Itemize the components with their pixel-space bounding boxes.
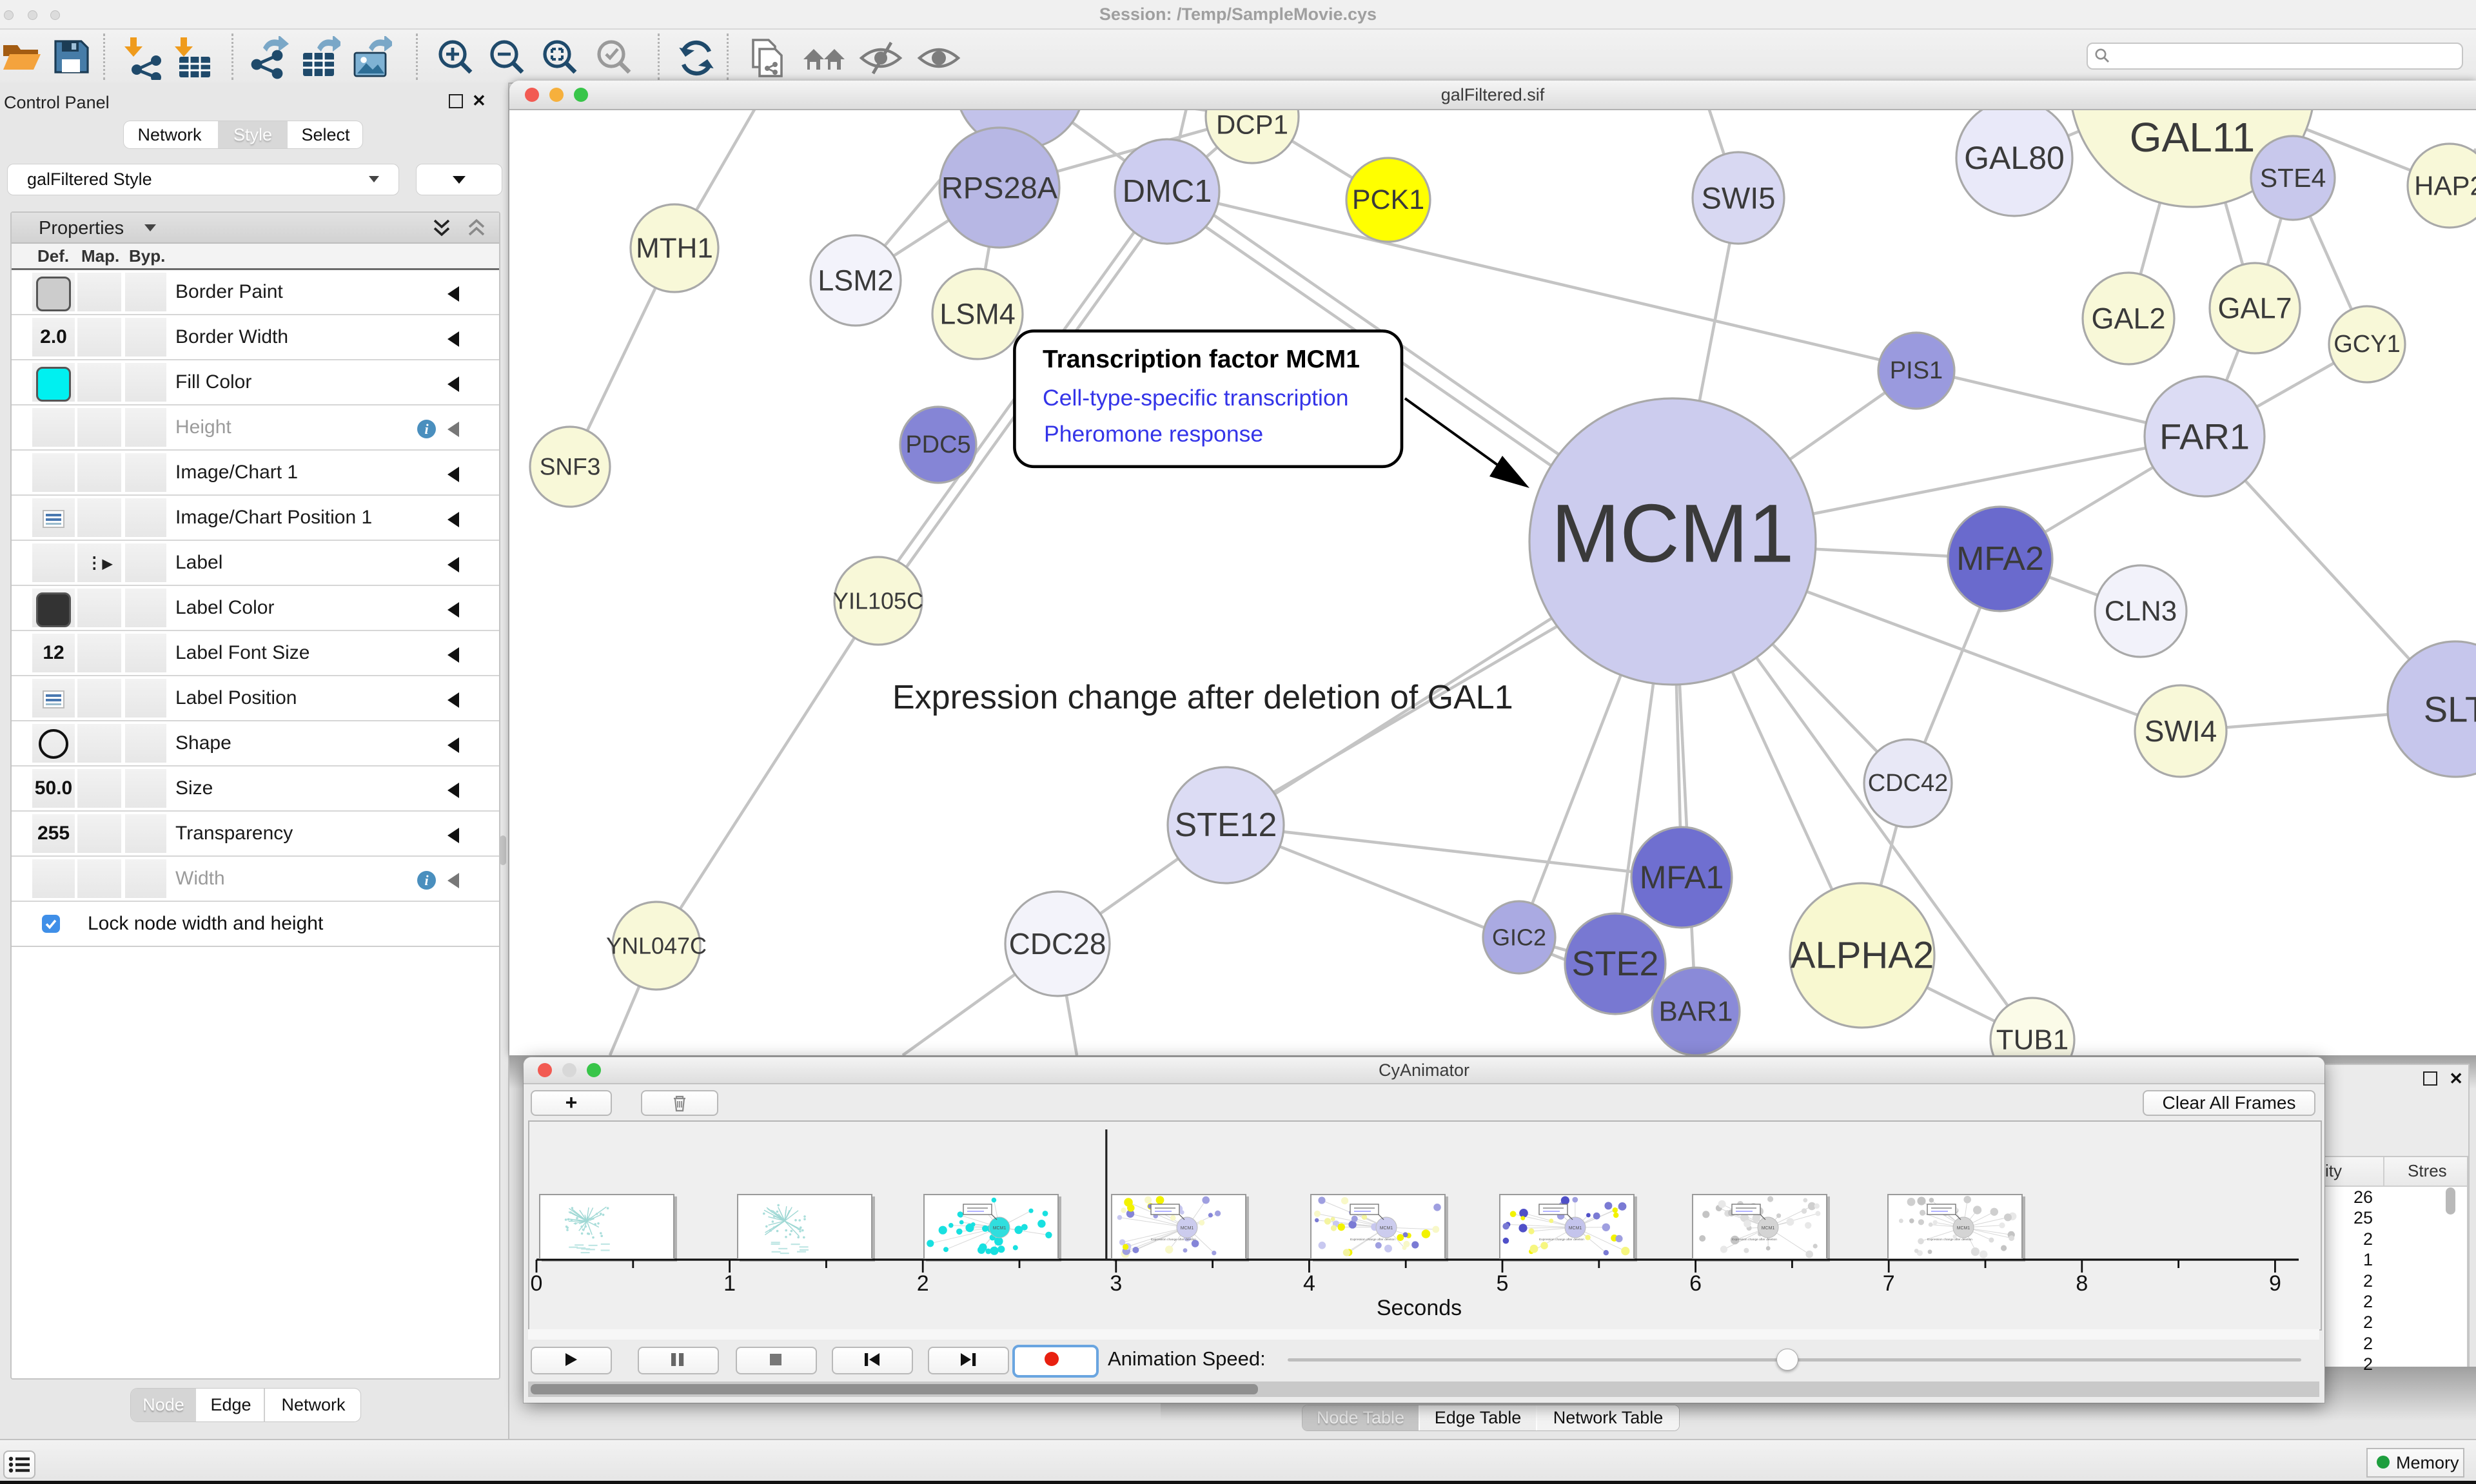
svg-text:6: 6 bbox=[1689, 1271, 1702, 1296]
svg-text:MCM1: MCM1 bbox=[1551, 488, 1794, 580]
svg-text:5: 5 bbox=[1497, 1271, 1509, 1296]
svg-text:YIL105C: YIL105C bbox=[833, 588, 923, 614]
svg-text:Seconds: Seconds bbox=[1377, 1296, 1462, 1320]
svg-text:MCM1: MCM1 bbox=[1569, 1226, 1582, 1231]
svg-text:9: 9 bbox=[2269, 1271, 2281, 1296]
svg-text:MCM1: MCM1 bbox=[1762, 1226, 1775, 1231]
svg-text:DMC1: DMC1 bbox=[1123, 174, 1212, 209]
svg-text:MCM1: MCM1 bbox=[1181, 1226, 1194, 1231]
svg-text:LSM2: LSM2 bbox=[818, 264, 894, 297]
svg-text:3: 3 bbox=[1110, 1271, 1122, 1296]
svg-text:STE4: STE4 bbox=[2260, 163, 2326, 193]
svg-text:8: 8 bbox=[2076, 1271, 2088, 1296]
svg-text:RPS28A: RPS28A bbox=[941, 171, 1058, 205]
svg-text:YNL047C: YNL047C bbox=[606, 933, 707, 959]
svg-text:MFA2: MFA2 bbox=[1956, 540, 2044, 578]
svg-text:STE12: STE12 bbox=[1175, 806, 1277, 844]
svg-text:GAL2: GAL2 bbox=[2091, 302, 2165, 335]
svg-text:CDC42: CDC42 bbox=[1868, 770, 1949, 797]
svg-text:GAL11: GAL11 bbox=[2130, 114, 2255, 161]
svg-text:MCM1: MCM1 bbox=[1380, 1226, 1393, 1231]
svg-text:SLT: SLT bbox=[2424, 689, 2476, 730]
svg-text:Expression change after deleti: Expression change after deletion bbox=[1350, 1238, 1395, 1242]
svg-text:Expression change after deleti: Expression change after deletion bbox=[1539, 1238, 1584, 1242]
svg-text:MFA1: MFA1 bbox=[1640, 859, 1724, 895]
svg-text:Cell-type-specific transcripti: Cell-type-specific transcription bbox=[1043, 385, 1349, 411]
svg-text:BAR1: BAR1 bbox=[1659, 996, 1733, 1028]
svg-text:HAP2: HAP2 bbox=[2414, 171, 2476, 201]
svg-text:TUB1: TUB1 bbox=[1996, 1024, 2068, 1056]
svg-text:GIC2: GIC2 bbox=[1492, 924, 1546, 951]
svg-text:1: 1 bbox=[723, 1271, 736, 1296]
svg-text:GAL7: GAL7 bbox=[2217, 292, 2292, 325]
svg-text:FAR1: FAR1 bbox=[2159, 416, 2250, 457]
svg-text:MCM1: MCM1 bbox=[1957, 1226, 1970, 1231]
svg-text:PCK1: PCK1 bbox=[1352, 184, 1424, 215]
svg-text:MCM1: MCM1 bbox=[993, 1226, 1007, 1231]
svg-text:4: 4 bbox=[1303, 1271, 1315, 1296]
svg-text:2: 2 bbox=[917, 1271, 929, 1296]
svg-text:STE2: STE2 bbox=[1571, 944, 1658, 983]
svg-text:CLN3: CLN3 bbox=[2105, 596, 2177, 627]
svg-text:ALPHA2: ALPHA2 bbox=[1791, 935, 1934, 977]
svg-text:Transcription factor MCM1: Transcription factor MCM1 bbox=[1043, 346, 1360, 373]
svg-text:LSM4: LSM4 bbox=[939, 298, 1016, 331]
svg-text:SWI4: SWI4 bbox=[2145, 714, 2217, 748]
svg-text:SWI5: SWI5 bbox=[1702, 181, 1776, 215]
svg-text:0: 0 bbox=[531, 1271, 543, 1296]
svg-text:Expression change after deleti: Expression change after deletion bbox=[1732, 1238, 1777, 1242]
svg-text:GCY1: GCY1 bbox=[2334, 331, 2400, 358]
svg-text:SNF3: SNF3 bbox=[540, 454, 601, 480]
svg-text:PDC5: PDC5 bbox=[905, 431, 970, 458]
svg-text:GAL80: GAL80 bbox=[1964, 140, 2065, 176]
svg-text:CDC28: CDC28 bbox=[1009, 927, 1106, 961]
svg-text:7: 7 bbox=[1883, 1271, 1895, 1296]
svg-text:Expression change after deleti: Expression change after deletion of GAL1 bbox=[892, 679, 1513, 716]
svg-text:Expression change after deleti: Expression change after deletion bbox=[1151, 1238, 1196, 1242]
svg-text:Expression change after deleti: Expression change after deletion bbox=[1927, 1238, 1972, 1242]
svg-text:PIS1: PIS1 bbox=[1890, 357, 1943, 384]
svg-text:MTH1: MTH1 bbox=[636, 233, 713, 264]
svg-text:DCP1: DCP1 bbox=[1216, 110, 1288, 140]
svg-text:Pheromone response: Pheromone response bbox=[1044, 421, 1263, 447]
